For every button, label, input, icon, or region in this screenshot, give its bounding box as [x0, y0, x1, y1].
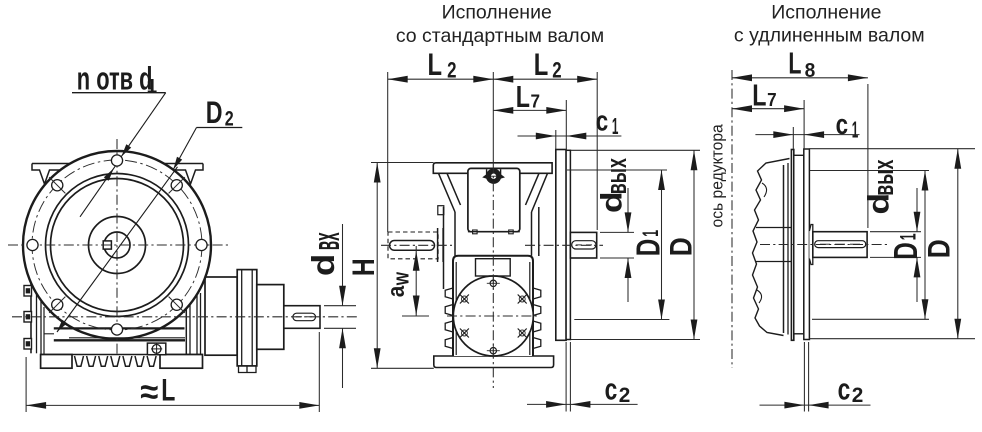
svg-text:c: c	[605, 371, 618, 406]
svg-text:L: L	[788, 46, 801, 81]
svg-text:D: D	[888, 242, 925, 259]
svg-text:c: c	[838, 371, 851, 406]
svg-text:≈: ≈	[140, 373, 158, 412]
svg-text:7: 7	[767, 89, 777, 110]
svg-text:2: 2	[552, 58, 561, 83]
svg-text:2: 2	[852, 384, 864, 407]
svg-text:2: 2	[225, 107, 234, 131]
svg-text:d: d	[861, 193, 894, 215]
svg-text:L: L	[516, 79, 530, 114]
svg-text:ось редуктора: ось редуктора	[708, 124, 726, 227]
svg-text:d: d	[594, 191, 627, 213]
svg-text:1: 1	[612, 112, 619, 138]
svg-text:вых: вых	[869, 160, 900, 196]
svg-text:H: H	[346, 258, 382, 276]
svg-text:L: L	[534, 47, 549, 82]
svg-text:L: L	[161, 372, 175, 407]
svg-text:w: w	[389, 272, 414, 287]
svg-text:c: c	[596, 106, 608, 137]
svg-text:1: 1	[896, 233, 921, 240]
svg-text:n отв d: n отв d	[77, 60, 153, 96]
svg-text:2: 2	[447, 58, 456, 83]
svg-text:1: 1	[638, 230, 663, 237]
svg-text:D: D	[631, 239, 668, 256]
svg-text:Исполнение: Исполнение	[442, 2, 552, 24]
svg-text:L: L	[752, 77, 766, 112]
svg-text:с удлиненным валом: с удлиненным валом	[734, 25, 925, 47]
svg-text:D: D	[206, 94, 223, 129]
svg-text:D: D	[664, 237, 699, 256]
svg-text:c: c	[836, 110, 848, 141]
svg-text:вх: вх	[306, 232, 348, 250]
svg-text:D: D	[922, 239, 957, 258]
svg-text:вых: вых	[602, 158, 633, 194]
svg-text:1: 1	[147, 76, 158, 97]
svg-text:со стандартным валом: со стандартным валом	[396, 25, 604, 47]
svg-text:d: d	[306, 254, 341, 276]
svg-text:L: L	[428, 47, 443, 82]
svg-text:7: 7	[531, 91, 541, 112]
svg-text:Исполнение: Исполнение	[771, 2, 881, 24]
svg-text:8: 8	[805, 59, 816, 82]
svg-text:2: 2	[619, 384, 631, 407]
svg-text:a: a	[382, 285, 409, 297]
svg-text:1: 1	[852, 116, 859, 142]
